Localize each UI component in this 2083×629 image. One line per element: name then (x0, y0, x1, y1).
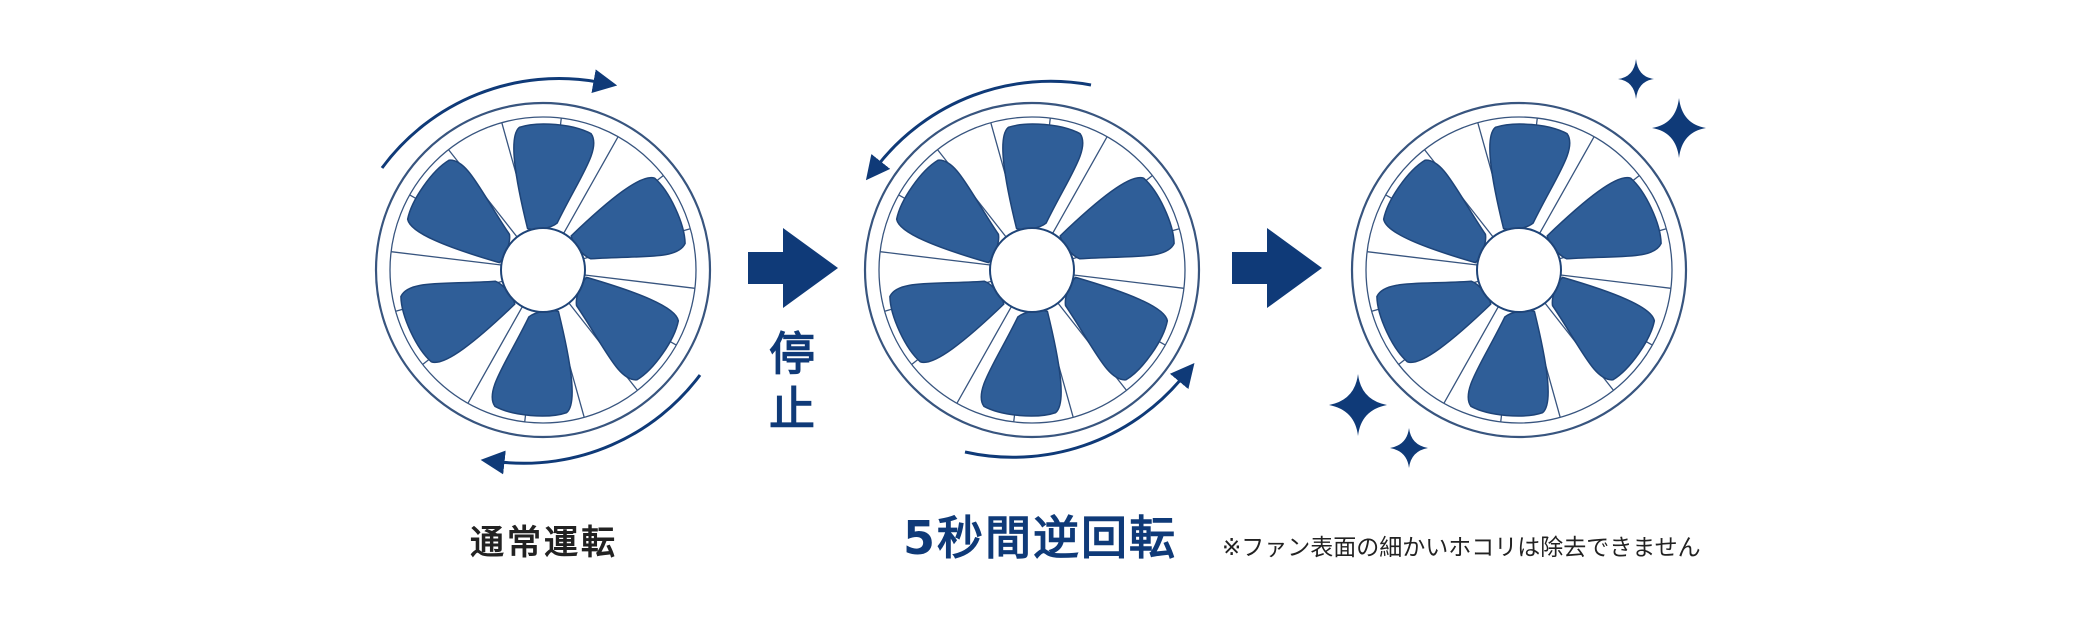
sparkle-icon (1329, 374, 1387, 436)
fan-icon-clean (1352, 103, 1686, 437)
sparkle-icon (1652, 98, 1706, 158)
stop-label: 停 止 (762, 327, 822, 437)
rotation-arrow-icon (380, 69, 618, 169)
rotation-arrow-icon (480, 374, 702, 475)
reverse-rotation-caption: 5秒間逆回転 (903, 511, 1178, 565)
stop-label-char-1: 停 (769, 327, 815, 381)
normal-operation-caption: 通常運転 (470, 523, 618, 563)
dust-removal-note: ※ファン表面の細かいホコリは除去できません (1222, 535, 1701, 561)
step-arrow-icon (1232, 228, 1322, 308)
stop-label-char-2: 止 (769, 382, 815, 436)
step-arrow-icon (748, 228, 838, 308)
fan-icon-normal (376, 103, 710, 437)
sparkle-icon (1618, 59, 1654, 99)
rotation-arrow-icon (964, 363, 1195, 459)
sparkle-icon (1390, 428, 1428, 468)
fan-icon-reverse (865, 103, 1199, 437)
rotation-arrow-icon (865, 79, 1092, 181)
